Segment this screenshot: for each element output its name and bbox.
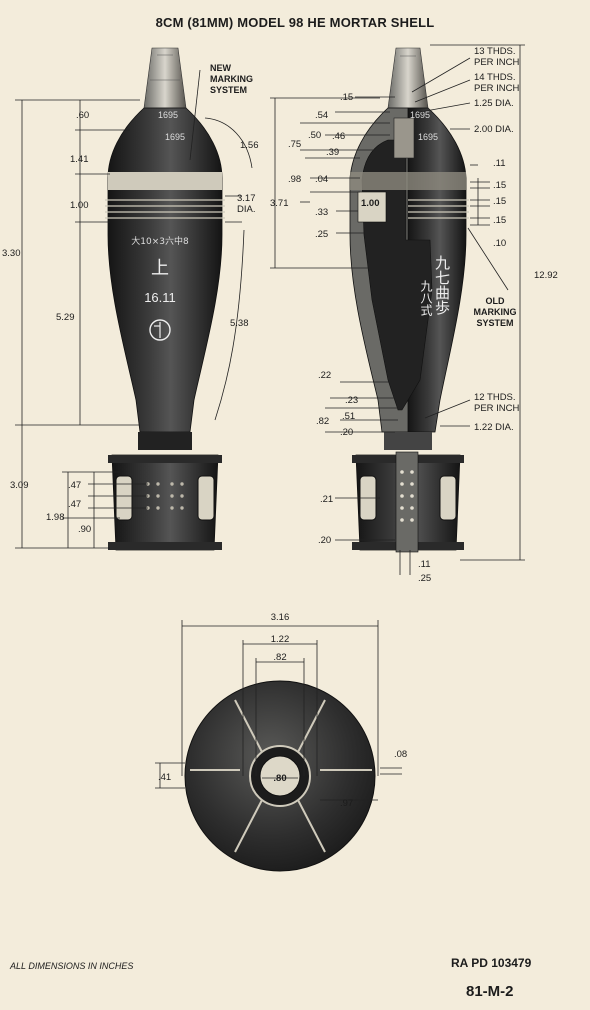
- footer-ref: RA PD 103479: [451, 956, 532, 970]
- sdim-050: .50: [308, 130, 321, 141]
- sdim-100: 1.00: [361, 198, 380, 209]
- dim-317: 3.17: [237, 193, 256, 204]
- dim-090: .90: [78, 524, 91, 535]
- callout-122: 1.22 DIA.: [474, 422, 514, 433]
- rdim-010: .10: [493, 238, 506, 249]
- dim-309: 3.09: [10, 480, 29, 491]
- new-marking-label-1: NEW: [210, 63, 232, 73]
- page-title: 8CM (81MM) MODEL 98 HE MORTAR SHELL: [155, 15, 435, 30]
- sdim-075: .75: [288, 139, 301, 150]
- sdim-011b: .11: [418, 559, 431, 570]
- thds13-2: PER INCH: [474, 57, 520, 68]
- dim-060: .60: [76, 110, 89, 121]
- base-view-labels: 3.16 1.22 .82 .80 .41 .08 .97: [158, 612, 407, 809]
- rdim-015c: .15: [493, 215, 506, 226]
- dim-047b: .47: [68, 499, 81, 510]
- dim-330-label: 3.30: [2, 248, 21, 259]
- side-weight: 16.11: [144, 290, 176, 305]
- bdim-082: .82: [273, 652, 286, 663]
- side-stencil: 大10×3六中8: [131, 235, 189, 247]
- base-view-dimensions: [155, 620, 402, 801]
- sdim-371: 3.71: [270, 198, 289, 209]
- bdim-041: .41: [158, 772, 171, 783]
- side-lot-second: 1695: [165, 132, 185, 142]
- sdim-023: .23: [345, 395, 358, 406]
- side-fin-assembly: [108, 432, 222, 551]
- callout-200: 2.00 DIA.: [474, 124, 514, 135]
- section-fin-assembly: [352, 432, 464, 553]
- dim-538: 5.38: [230, 318, 249, 329]
- base-view: [184, 680, 376, 872]
- side-kanji-top: 上: [151, 258, 169, 279]
- section-lot-top: 1695: [410, 110, 430, 120]
- section-view-dimensions: [270, 44, 525, 575]
- callout-125: 1.25 DIA.: [474, 98, 514, 109]
- rdim-015a: .15: [493, 180, 506, 191]
- dim-156: 1.56: [240, 140, 259, 151]
- sdim-004: .04: [315, 174, 328, 185]
- dim-100: 1.00: [70, 200, 89, 211]
- section-view-shell: 1695 1695 九七曲歩 九八式: [349, 47, 469, 553]
- thds14-2: PER INCH: [474, 83, 520, 94]
- side-fuze: [143, 47, 187, 109]
- new-marking-label-2: MARKING: [210, 74, 253, 84]
- sdim-046: .46: [332, 131, 345, 142]
- section-lot-second: 1695: [418, 132, 438, 142]
- bdim-316: 3.16: [271, 612, 290, 623]
- bdim-122: 1.22: [271, 634, 290, 645]
- thds13-1: 13 THDS.: [474, 46, 516, 57]
- dim-529: 5.29: [56, 312, 75, 323]
- new-marking-label-3: SYSTEM: [210, 85, 247, 95]
- old-marking-2: MARKING: [474, 307, 517, 317]
- sdim-098: .98: [288, 174, 301, 185]
- sdim-015: .15: [340, 92, 353, 103]
- side-circle-mark: [149, 319, 171, 341]
- section-view-labels: 13 THDS. PER INCH 14 THDS. PER INCH 1.25…: [270, 46, 558, 584]
- side-view-dimensions: [15, 69, 253, 549]
- sdim-1292: 12.92: [534, 270, 558, 281]
- dim-047a: .47: [68, 480, 81, 491]
- side-view-shell: 1695 1695 大10×3六中8 上 16.11: [105, 47, 225, 551]
- sdim-051: .51: [342, 411, 355, 422]
- thds14-1: 14 THDS.: [474, 72, 516, 83]
- section-kanji-col1: 九七曲歩: [433, 255, 451, 315]
- dim-198: 1.98: [46, 512, 65, 523]
- dim-317-dia: DIA.: [237, 204, 255, 215]
- old-marking-1: OLD: [486, 296, 505, 306]
- footer-note: ALL DIMENSIONS IN INCHES: [10, 961, 134, 971]
- old-marking-3: SYSTEM: [476, 318, 513, 328]
- bdim-008: .08: [394, 749, 407, 760]
- section-kanji-col2: 九八式: [419, 280, 433, 316]
- rdim-015b: .15: [493, 196, 506, 207]
- sdim-082: .82: [316, 416, 329, 427]
- sdim-021: .21: [320, 494, 333, 505]
- sdim-025b: .25: [418, 573, 431, 584]
- side-band: [108, 172, 222, 190]
- sdim-020: .20: [340, 427, 353, 438]
- sdim-020b: .20: [318, 535, 331, 546]
- sdim-033: .33: [315, 207, 328, 218]
- rdim-011: .11: [493, 158, 506, 169]
- bdim-080: .80: [273, 773, 286, 784]
- thds12-2: PER INCH: [474, 403, 520, 414]
- footer-code: 81-M-2: [466, 983, 514, 1000]
- thds12-1: 12 THDS.: [474, 392, 516, 403]
- bdim-097: .97: [340, 798, 353, 809]
- sdim-054: .54: [315, 110, 328, 121]
- sdim-039: .39: [326, 147, 339, 158]
- sdim-022: .22: [318, 370, 331, 381]
- side-grooves: [105, 199, 225, 219]
- sdim-025: .25: [315, 229, 328, 240]
- side-lot-top: 1695: [158, 110, 178, 120]
- dim-141: 1.41: [70, 154, 89, 165]
- side-view-labels: NEW MARKING SYSTEM .60 1.41 1.00 3.30 5.…: [2, 63, 259, 535]
